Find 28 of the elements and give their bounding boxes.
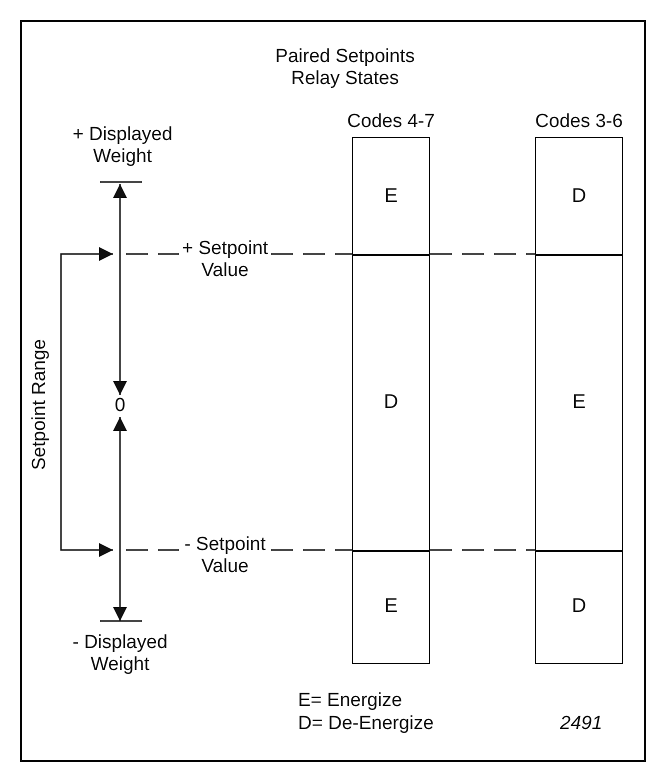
column-heading: Codes 4-7 <box>346 111 436 133</box>
axis-end-label: - Displayed Weight <box>60 632 180 676</box>
zero-label: 0 <box>111 395 129 417</box>
relay-state-cell: E <box>352 137 430 256</box>
setpoint-label: + Setpoint Value <box>179 238 271 282</box>
dashed-level-line <box>126 253 179 255</box>
relay-state-cell: D <box>352 254 430 552</box>
dashed-level-line <box>126 549 179 551</box>
diagram-title: Paired Setpoints Relay States <box>274 46 416 90</box>
legend-text: D= De-Energize <box>298 713 434 735</box>
figure-number: 2491 <box>560 713 602 735</box>
double-arrow <box>113 417 127 621</box>
axis-end-label: + Displayed Weight <box>70 124 175 168</box>
dashed-level-line <box>271 549 352 551</box>
double-arrow <box>113 184 127 395</box>
relay-state-cell: D <box>535 137 623 256</box>
relay-state-cell: E <box>535 254 623 552</box>
range-arrow <box>60 404 113 557</box>
relay-state-cell: E <box>352 550 430 664</box>
legend-text: E= Energize <box>298 690 402 712</box>
dashed-level-line <box>430 549 535 551</box>
setpoint-label: - Setpoint Value <box>179 534 271 578</box>
range-arrow <box>60 247 113 404</box>
dashed-level-line <box>271 253 352 255</box>
dashed-level-line <box>430 253 535 255</box>
range-label: Setpoint Range <box>29 338 51 470</box>
column-heading: Codes 3-6 <box>534 111 624 133</box>
relay-state-cell: D <box>535 550 623 664</box>
